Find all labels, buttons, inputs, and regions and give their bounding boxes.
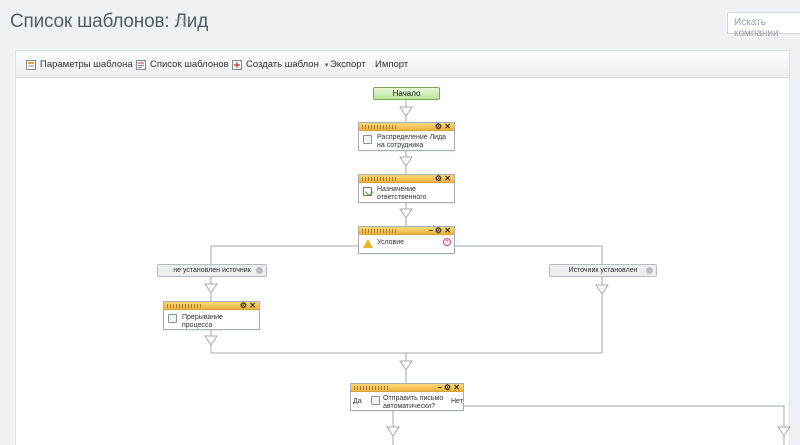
edit-icon (363, 187, 372, 196)
remove-branch-icon[interactable] (646, 267, 653, 274)
mail-icon (371, 396, 380, 405)
block-title: Условие (377, 239, 405, 246)
designer-toolbar: Параметры шаблона Список шаблонов Создат… (16, 51, 789, 78)
block-body: Прерывание процесса (164, 310, 259, 333)
drag-grip-icon[interactable] (362, 177, 398, 181)
gear-icon[interactable]: ⚙ (434, 122, 442, 131)
create-template-label: Создать шаблон (246, 59, 319, 70)
list-icon (136, 59, 146, 70)
add-branch-icon[interactable]: + (443, 238, 451, 246)
block-header: ⚙ ✕ (164, 301, 259, 310)
no-label: Нет (451, 398, 463, 405)
block-header: ⚙ ✕ (359, 174, 454, 183)
block-title: Назначение ответственного (377, 186, 427, 201)
gear-icon[interactable]: ⚙ (434, 226, 442, 235)
activity-assign-responsible[interactable]: ⚙ ✕ Назначение ответственного (358, 174, 455, 203)
page-title: Список шаблонов: Лид (10, 11, 209, 32)
activity-icon (363, 135, 372, 144)
branch-label: не установлен источник (173, 267, 251, 274)
template-params-button[interactable]: Параметры шаблона (26, 59, 133, 70)
branch-label: Источник установлен (568, 267, 638, 274)
params-icon (26, 59, 36, 70)
branch-left[interactable]: не установлен источник (157, 264, 267, 277)
block-title: Распределение Лида на сотрудника (377, 134, 447, 149)
gear-icon[interactable]: ⚙ (443, 383, 451, 392)
remove-branch-icon[interactable] (256, 267, 263, 274)
templates-list-button[interactable]: Список шаблонов (136, 59, 229, 70)
minimize-icon[interactable]: – (437, 383, 442, 392)
block-title: Прерывание процесса (182, 314, 223, 329)
block-body: Распределение Лида на сотрудника (359, 131, 454, 153)
templates-list-label: Список шаблонов (150, 59, 229, 70)
create-icon (232, 59, 242, 70)
close-icon[interactable]: ✕ (249, 301, 256, 310)
import-label: Импорт (375, 59, 409, 70)
chevron-down-icon: ▾ (324, 61, 329, 69)
close-icon[interactable]: ✕ (453, 383, 460, 392)
block-header: ⚙ ✕ (359, 122, 454, 131)
close-icon[interactable]: ✕ (444, 174, 451, 183)
drag-grip-icon[interactable] (354, 386, 390, 390)
block-header: – ⚙ ✕ (359, 226, 454, 235)
drag-grip-icon[interactable] (362, 125, 398, 129)
block-header: – ⚙ ✕ (351, 383, 463, 392)
activity-terminate[interactable]: ⚙ ✕ Прерывание процесса (163, 301, 260, 330)
activity-icon (168, 314, 177, 323)
condition-icon (363, 239, 373, 248)
gear-icon[interactable]: ⚙ (434, 174, 442, 183)
export-label: Экспорт (330, 59, 366, 70)
search-input[interactable]: Искать компании (727, 12, 800, 39)
block-title: Отправить письмо автоматически? (383, 395, 444, 410)
create-template-button[interactable]: Создать шаблон ▾ (232, 59, 328, 70)
gear-icon[interactable]: ⚙ (239, 301, 247, 310)
activity-distribute-lead[interactable]: ⚙ ✕ Распределение Лида на сотрудника (358, 122, 455, 151)
start-node[interactable]: Начало (373, 87, 440, 100)
activity-condition[interactable]: – ⚙ ✕ Условие + (358, 226, 455, 254)
export-button[interactable]: Экспорт (330, 59, 366, 70)
minimize-icon[interactable]: – (428, 226, 433, 235)
block-body: Отправить письмо автоматически? (351, 392, 463, 414)
import-button[interactable]: Импорт (375, 59, 408, 70)
activity-send-letter[interactable]: – ⚙ ✕ Отправить письмо автоматически? (350, 383, 464, 411)
drag-grip-icon[interactable] (362, 229, 398, 233)
yes-label: Да (353, 398, 362, 405)
template-params-label: Параметры шаблона (40, 59, 133, 70)
close-icon[interactable]: ✕ (444, 226, 451, 235)
designer-workarea: Параметры шаблона Список шаблонов Создат… (15, 50, 790, 445)
branch-right[interactable]: Источник установлен (549, 264, 657, 277)
close-icon[interactable]: ✕ (444, 122, 451, 131)
drag-grip-icon[interactable] (167, 304, 203, 308)
block-body: Условие + (359, 235, 454, 250)
star-icon[interactable]: ☆ (174, 14, 189, 31)
block-body: Назначение ответственного (359, 183, 454, 205)
